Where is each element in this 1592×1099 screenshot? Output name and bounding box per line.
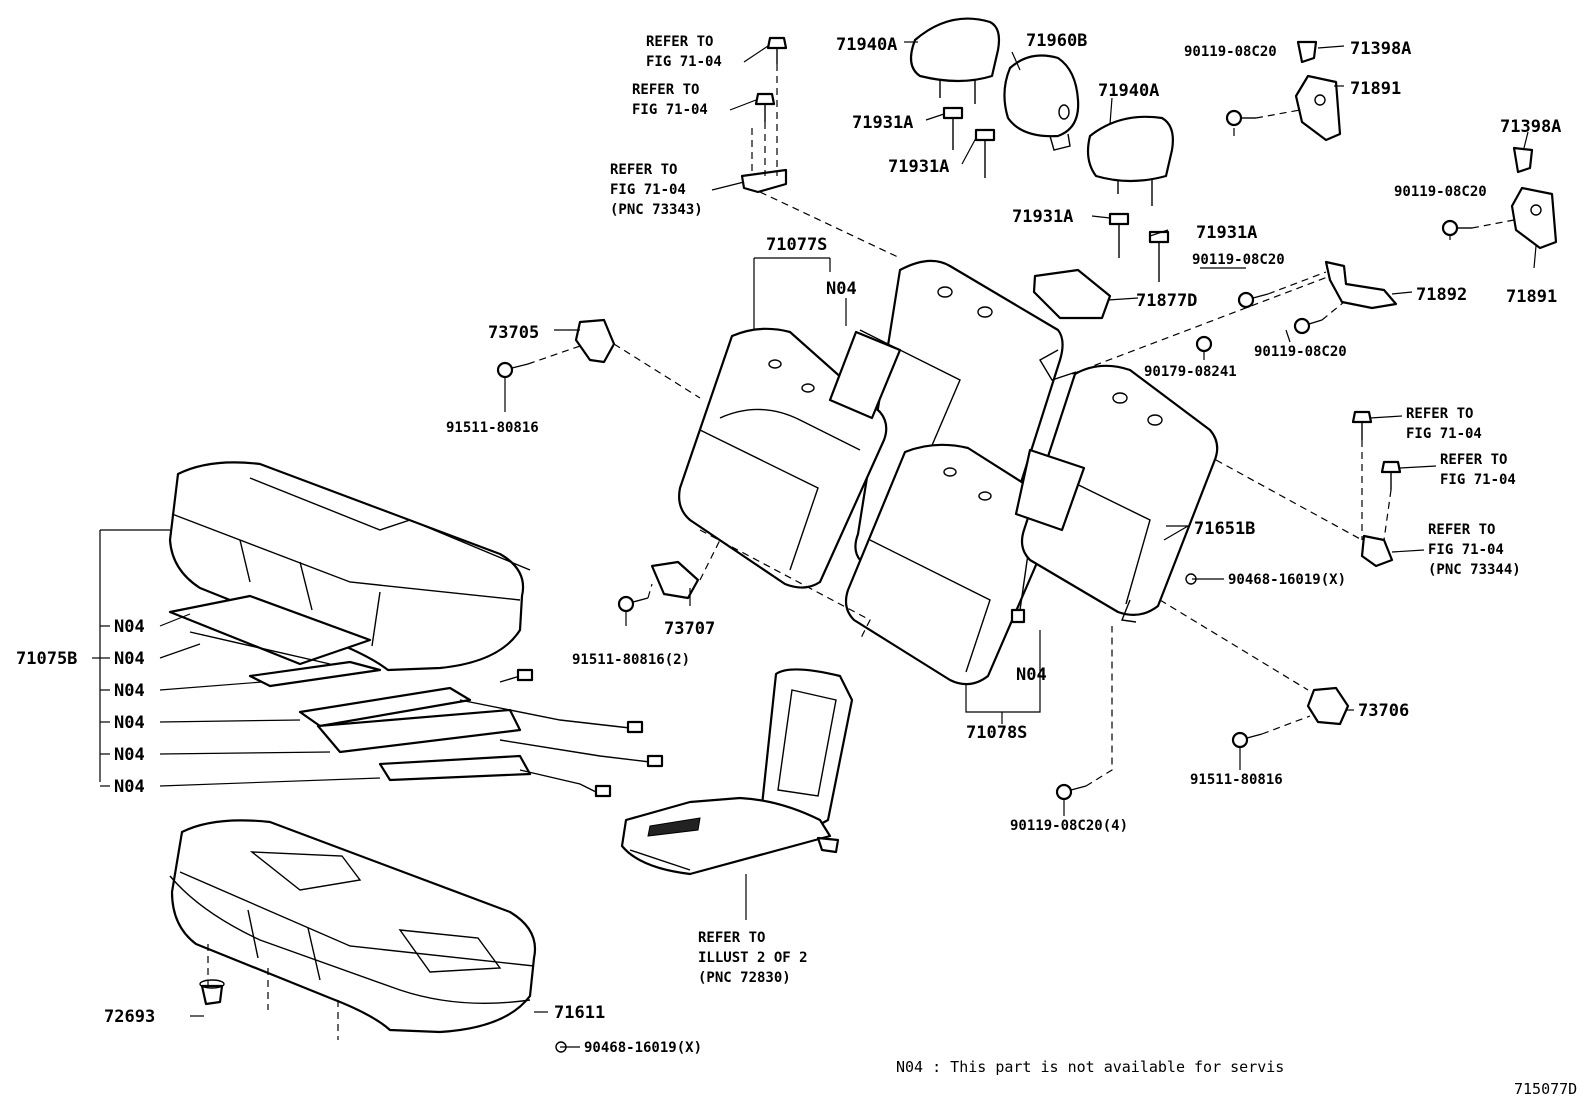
hinge-73706: [1306, 686, 1350, 726]
part-labels: 71940A 71960B 71940A 71931A 71931A 71931…: [16, 31, 1561, 1027]
ref-armrest-line1: REFER TO: [698, 930, 765, 946]
hinge-73707: [650, 560, 700, 600]
ref-tl3-line3: (PNC 73343): [610, 202, 703, 218]
ref-tr1-line1: REFER TO: [1406, 406, 1473, 422]
label-71651b: 71651B: [1194, 519, 1255, 539]
label-71891-top: 71891: [1350, 79, 1401, 99]
assembly-lines: [207, 64, 1515, 1040]
bracket-71877d: [1032, 268, 1112, 381]
label-71960b: 71960B: [1026, 31, 1087, 51]
num-nut-mid: 90179-08241: [1144, 364, 1237, 380]
fastener-numbers: 90119-08C20 90119-08C20 90119-08C20 9011…: [446, 44, 1487, 1056]
label-71078s: 71078S: [966, 723, 1027, 743]
hinge-73705: [574, 318, 616, 364]
label-71931a-4: 71931A: [1196, 223, 1257, 243]
num-bolt-mid-a: 90119-08C20: [1192, 252, 1285, 268]
ref-tr3-line3: (PNC 73344): [1428, 562, 1521, 578]
label-73707: 73707: [664, 619, 715, 639]
ref-tr1-line2: FIG 71-04: [1406, 426, 1482, 442]
ref-tl1-line1: REFER TO: [646, 34, 713, 50]
num-bolt-bottom: 90119-08C20(4): [1010, 818, 1128, 834]
headrest-right: [1086, 115, 1174, 206]
label-71940a-left: 71940A: [836, 35, 897, 55]
bracket-73344: [1360, 534, 1394, 568]
clip-72693: [199, 979, 225, 1006]
label-73706: 73706: [1358, 701, 1409, 721]
label-n04-6: N04: [114, 777, 145, 797]
bracket-71892: [1324, 260, 1398, 310]
ref-tr3-line2: FIG 71-04: [1428, 542, 1504, 558]
ref-tl2-line1: REFER TO: [632, 82, 699, 98]
headrest-left: [909, 17, 1001, 104]
footnote-n04: N04 : This part is not available for ser…: [896, 1058, 1284, 1076]
ref-tr3-line1: REFER TO: [1428, 522, 1495, 538]
armrest: [620, 668, 854, 876]
label-71077s: 71077S: [766, 235, 827, 255]
label-n04-upper: N04: [826, 279, 857, 299]
num-bolt-mid-b: 90119-08C20: [1254, 344, 1347, 360]
bracket-73343: [740, 168, 788, 194]
label-n04-3: N04: [114, 681, 145, 701]
label-n04-1: N04: [114, 617, 145, 637]
label-n04-lower: N04: [1016, 665, 1047, 685]
num-bolt-left: 91511-80816: [446, 420, 539, 436]
num-clip-bottom: 90468-16019(X): [584, 1040, 702, 1056]
seatback-assembly: [678, 259, 1219, 686]
label-n04-2: N04: [114, 649, 145, 669]
bracket-71891-right: [1510, 186, 1558, 250]
label-71931a-1: 71931A: [852, 113, 913, 133]
label-72693: 72693: [104, 1007, 155, 1027]
num-bolt-top-a: 90119-08C20: [1184, 44, 1277, 60]
ref-tr2-line1: REFER TO: [1440, 452, 1507, 468]
label-71075b: 71075B: [16, 649, 77, 669]
label-73705: 73705: [488, 323, 539, 343]
headrest-guides: [942, 106, 1170, 282]
refer-notes: REFER TO FIG 71-04 REFER TO FIG 71-04 RE…: [610, 34, 1521, 986]
seat-cushion-71075b: [168, 461, 664, 798]
num-clip-right: 90468-16019(X): [1228, 572, 1346, 588]
label-n04-5: N04: [114, 745, 145, 765]
fasteners: [496, 36, 1472, 1053]
seat-cover-71611: [169, 819, 537, 1034]
figure-code: 715077D: [1514, 1080, 1577, 1098]
num-bolt-right-b: 91511-80816: [1190, 772, 1283, 788]
label-71931a-2: 71931A: [888, 157, 949, 177]
ref-tr2-line2: FIG 71-04: [1440, 472, 1516, 488]
bracket-71891-top: [1294, 74, 1342, 142]
ref-tl3-line2: FIG 71-04: [610, 182, 686, 198]
clip-71398a: [1296, 40, 1534, 174]
label-71931a-3: 71931A: [1012, 207, 1073, 227]
label-71611: 71611: [554, 1003, 605, 1023]
label-71892: 71892: [1416, 285, 1467, 305]
ref-tl1-line2: FIG 71-04: [646, 54, 722, 70]
label-71891-right: 71891: [1506, 287, 1557, 307]
num-bolt-right-a: 90119-08C20: [1394, 184, 1487, 200]
num-bolt-left-2: 91511-80816(2): [572, 652, 690, 668]
label-71940a-right: 71940A: [1098, 81, 1159, 101]
ref-tl3-line1: REFER TO: [610, 162, 677, 178]
label-n04-4: N04: [114, 713, 145, 733]
ref-armrest-line2: ILLUST 2 OF 2: [698, 950, 808, 966]
label-71398a-top: 71398A: [1350, 39, 1411, 59]
label-71398a-right: 71398A: [1500, 117, 1561, 137]
leader-lines: [92, 41, 1537, 1048]
label-71877d: 71877D: [1136, 291, 1197, 311]
headrest-center: [1003, 54, 1080, 151]
ref-tl2-line2: FIG 71-04: [632, 102, 708, 118]
ref-armrest-line3: (PNC 72830): [698, 970, 791, 986]
